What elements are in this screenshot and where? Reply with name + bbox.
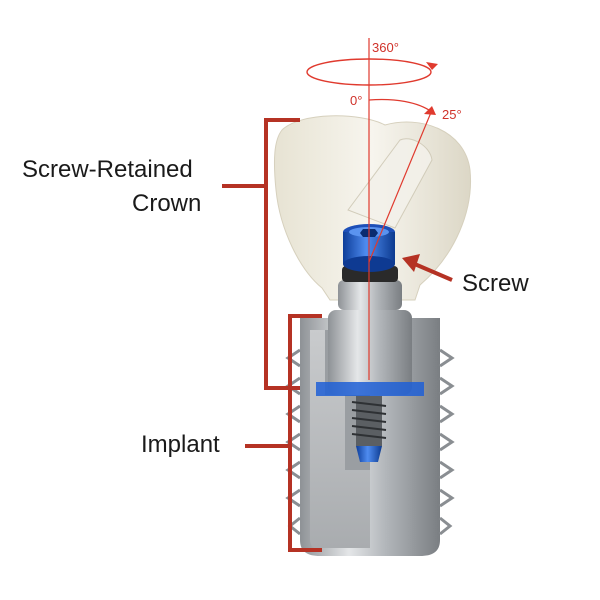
angle-0-label: 0°	[350, 93, 363, 108]
angle-arc	[368, 98, 433, 113]
abutment	[338, 280, 402, 310]
implant-bracket	[288, 314, 322, 552]
angled-axis	[368, 109, 433, 263]
abutment-collar	[328, 310, 412, 395]
screw-shaft	[351, 396, 387, 462]
screw-arrow-head	[402, 254, 420, 272]
crown-bracket	[264, 118, 300, 390]
rotation-360-icon	[306, 58, 438, 86]
screw-label: Screw	[462, 270, 529, 297]
crown-label: Screw-Retained	[22, 156, 193, 183]
angle-360-label: 360°	[372, 40, 399, 55]
crown-label-line2: Crown	[132, 190, 202, 217]
screw-arrow-line	[409, 260, 453, 282]
implant-label: Implant	[141, 431, 220, 458]
angle-25-label: 25°	[442, 107, 462, 122]
